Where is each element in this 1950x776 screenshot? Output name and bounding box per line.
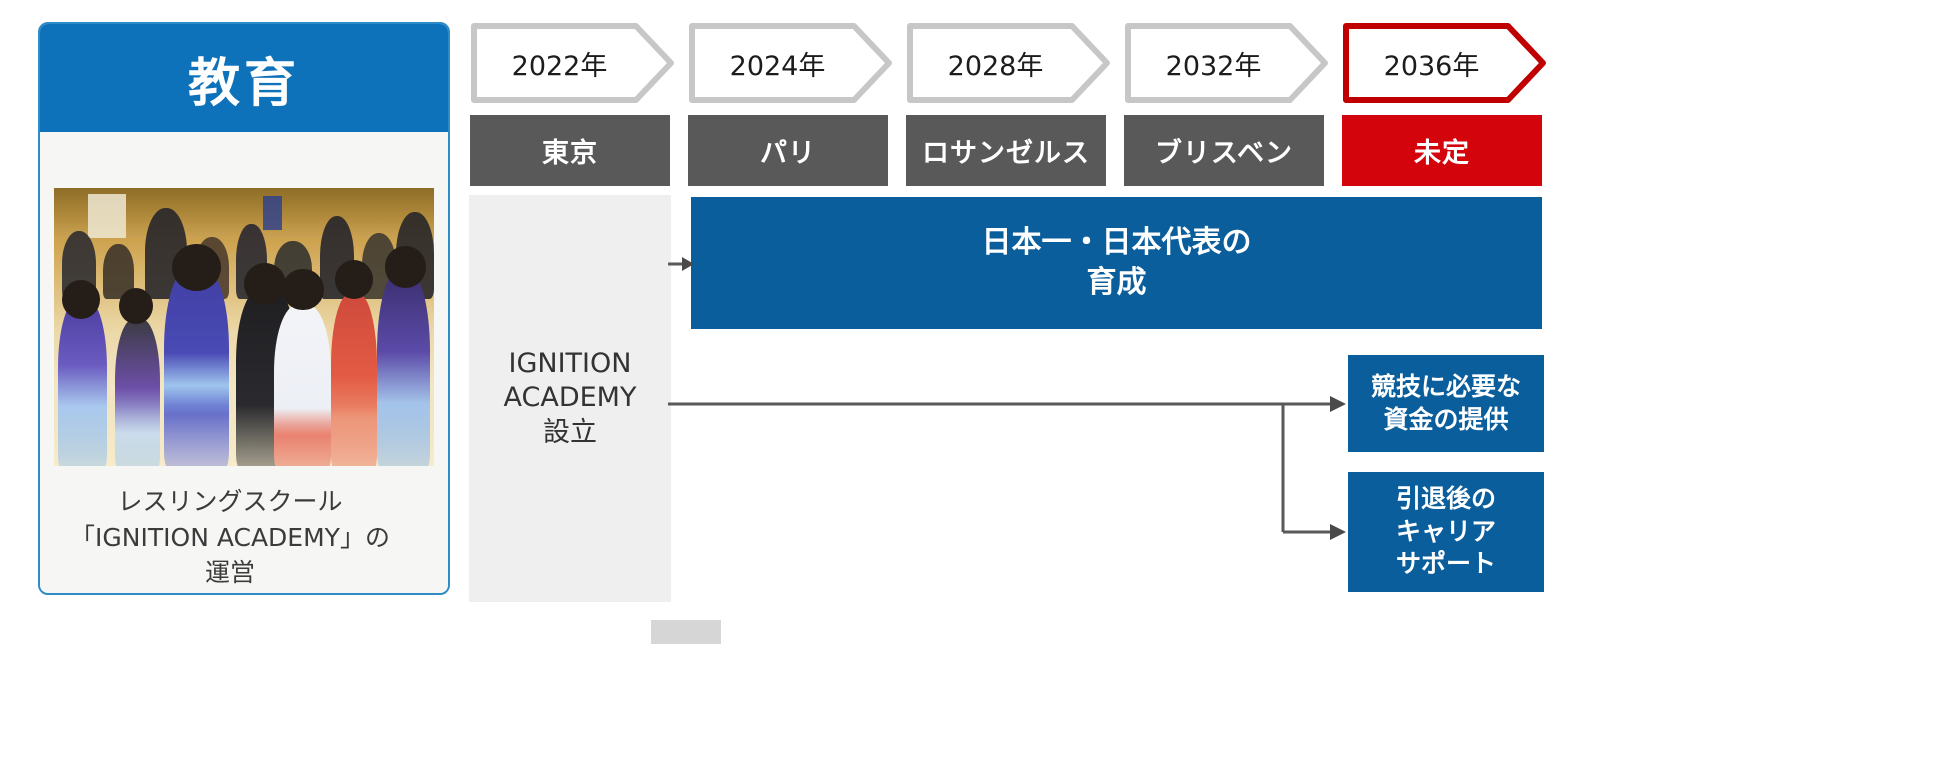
- goal-box-national-champion: 日本一・日本代表の 育成: [691, 197, 1542, 329]
- education-category-card: 教育: [38, 22, 450, 595]
- photo-door: [88, 193, 127, 239]
- chevron-shape-icon: [471, 23, 674, 103]
- timeline-chevron-2028[interactable]: 2028年: [906, 22, 1111, 104]
- goal-box-line-2: 育成: [1086, 265, 1147, 300]
- caption-line-2: 「IGNITION ACADEMY」の: [70, 522, 390, 552]
- chevron-shape-icon: [689, 23, 892, 103]
- card-header: 教育: [40, 24, 448, 132]
- goal-box-line-1: 日本一・日本代表の: [981, 225, 1252, 261]
- card-body: レスリングスクール 「IGNITION ACADEMY」の 運営: [40, 132, 448, 593]
- bottom-edge-tab: [651, 620, 721, 644]
- chevron-shape-icon: [1125, 23, 1328, 103]
- support-box-funding-text: 競技に必要な 資金の提供: [1371, 371, 1521, 436]
- host-city-los-angeles: ロサンゼルス: [906, 115, 1106, 186]
- host-city-label: ロサンゼルス: [922, 138, 1090, 169]
- host-city-tokyo: 東京: [470, 115, 670, 186]
- timeline-year-label: 2028年: [947, 50, 1044, 82]
- timeline-chevron-2022[interactable]: 2022年: [470, 22, 675, 104]
- host-city-label: 東京: [542, 138, 598, 169]
- support-career-line-3: サポート: [1395, 549, 1496, 579]
- support-funding-line-2: 資金の提供: [1383, 404, 1509, 434]
- academy-founding-line-2: ACADEMY: [503, 382, 637, 414]
- timeline-year-label: 2032年: [1165, 50, 1262, 82]
- support-box-career: 引退後の キャリア サポート: [1348, 472, 1544, 592]
- timeline-chevron-2024[interactable]: 2024年: [688, 22, 893, 104]
- card-caption: レスリングスクール 「IGNITION ACADEMY」の 運営: [50, 484, 410, 591]
- photo-floor-highlight: [54, 404, 434, 466]
- support-funding-line-1: 競技に必要な: [1370, 372, 1521, 401]
- chevron-shape-icon: [907, 23, 1110, 103]
- host-city-undecided: 未定: [1342, 115, 1542, 186]
- host-city-label: ブリスベン: [1154, 138, 1294, 169]
- academy-founding-line-3: 設立: [543, 416, 597, 448]
- academy-founding-text: IGNITION ACADEMY 設立: [504, 347, 637, 451]
- chevron-shape-highlight-icon: [1343, 23, 1546, 103]
- card-header-title: 教育: [187, 53, 300, 114]
- host-city-label: パリ: [760, 138, 816, 169]
- timeline-year-label: 2022年: [511, 50, 608, 82]
- support-career-line-1: 引退後の: [1395, 484, 1496, 514]
- timeline-year-label: 2024年: [729, 50, 826, 82]
- timeline-year-label: 2036年: [1383, 50, 1480, 82]
- timeline-chevron-2036[interactable]: 2036年: [1342, 22, 1547, 104]
- host-city-brisbane: ブリスベン: [1124, 115, 1324, 186]
- photo-poster: [263, 196, 282, 230]
- academy-founding-column: IGNITION ACADEMY 設立: [469, 195, 671, 602]
- timeline-chevron-2032[interactable]: 2032年: [1124, 22, 1329, 104]
- host-city-paris: パリ: [688, 115, 888, 186]
- caption-line-1: レスリングスクール: [117, 487, 343, 516]
- goal-box-text: 日本一・日本代表の 育成: [982, 223, 1252, 302]
- arrow-academy-to-support: [668, 396, 1346, 540]
- academy-founding-line-1: IGNITION: [508, 347, 632, 379]
- wrestling-school-children-photo: [54, 188, 434, 466]
- host-city-label: 未定: [1414, 138, 1470, 169]
- support-box-career-text: 引退後の キャリア サポート: [1396, 483, 1496, 581]
- caption-line-3: 運営: [204, 558, 255, 587]
- support-box-funding: 競技に必要な 資金の提供: [1348, 355, 1544, 452]
- support-career-line-2: キャリア: [1395, 516, 1496, 546]
